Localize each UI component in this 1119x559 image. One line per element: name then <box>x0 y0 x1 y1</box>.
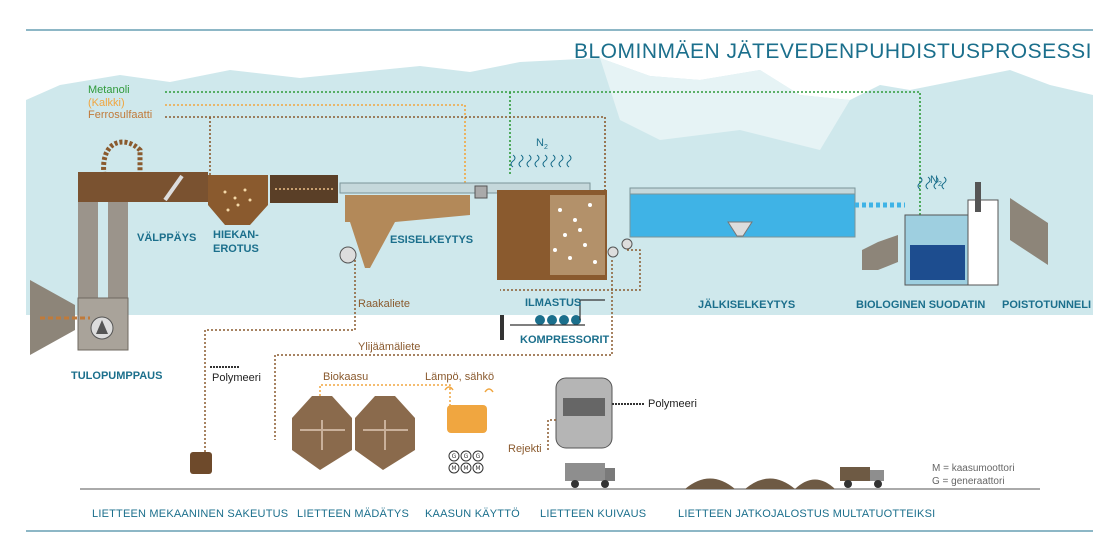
clarifier-walkway <box>339 182 591 194</box>
bottom-label-jatkojalostus: LIETTEEN JATKOJALOSTUS MULTATUOTTEIKSI <box>678 508 936 520</box>
metanoli-label: Metanoli <box>88 84 130 96</box>
compost-pile <box>745 478 795 489</box>
heat-icon <box>444 386 494 393</box>
primary-clarifier <box>345 195 470 268</box>
return-sludge-line <box>500 249 641 291</box>
page-title: BLOMINMÄEN JÄTEVEDENPUHDISTUSPROSESSI <box>574 40 1092 63</box>
label-hiekanerotus-2: EROTUS <box>213 243 259 255</box>
compost-truck-cab <box>870 470 884 481</box>
grit-chamber <box>208 175 268 225</box>
gas-engine <box>447 405 487 433</box>
label-valppays: VÄLPPÄYS <box>137 232 197 244</box>
filter-media <box>910 245 965 280</box>
truck-wheel <box>571 480 579 488</box>
compressor-air-line <box>510 299 605 326</box>
excess-pump-icon <box>607 246 619 258</box>
nitrogen-label: N2 <box>536 137 548 152</box>
bottom-label-madatys: LIETTEEN MÄDÄTYS <box>297 508 409 520</box>
pump-arrow-icon <box>96 320 108 334</box>
label-ilmastus: ILMASTUS <box>525 297 582 309</box>
grit-particles <box>223 188 252 212</box>
label-polymeeri-left: Polymeeri <box>212 372 261 384</box>
label-lampo-sahko: Lämpö, sähkö <box>425 371 495 383</box>
ferrosulfaatti-line <box>165 116 606 205</box>
compost-pile <box>795 479 835 489</box>
filter-outlet-column <box>967 199 999 286</box>
aeration-zone <box>550 195 605 275</box>
compost-truck-load <box>840 467 870 481</box>
kalkki-label: (Kalkki) <box>88 97 125 109</box>
legend-g: G = generaattori <box>932 476 1005 487</box>
rock-highlight <box>600 58 850 150</box>
label-biokaasu: Biokaasu <box>323 371 369 383</box>
pump-column-right <box>108 180 128 300</box>
label-ylijaamaliete: Ylijäämäliete <box>358 341 421 353</box>
mixer-box <box>474 185 488 199</box>
filter-nitrogen-label: N2 <box>930 174 942 189</box>
svg-text:G: G <box>464 453 469 460</box>
pump-column-left <box>78 180 98 300</box>
secondary-walkway <box>629 187 856 195</box>
compressor-icons <box>535 315 581 325</box>
ferrosulfaatti-label: Ferrosulfaatti <box>88 109 153 121</box>
nitrogen-release-icon <box>510 154 572 168</box>
sludge-hopper-icon <box>727 221 753 237</box>
raw-sludge-line <box>204 260 356 455</box>
compost-pile <box>685 478 735 489</box>
filter-nitrogen-icon <box>917 176 947 190</box>
compressor-duct <box>500 315 504 340</box>
label-jalkiselkeytys: JÄLKISELKEYTYS <box>698 299 796 311</box>
thickener <box>190 452 212 474</box>
reject-line <box>547 419 556 450</box>
filter-stack <box>975 182 981 212</box>
raw-sludge-pump-icon <box>339 246 357 264</box>
truck-wheel <box>844 480 852 488</box>
label-raakaliete: Raakaliete <box>358 298 410 310</box>
label-biologinen-suodatin: BIOLOGINEN SUODATIN <box>856 299 986 311</box>
biogas-line <box>319 384 451 418</box>
label-hiekanerotus-1: HIEKAN- <box>213 229 259 241</box>
label-rejekti: Rejekti <box>508 443 542 455</box>
legend-m: M = kaasumoottori <box>932 463 1015 474</box>
digester-2-mixer <box>363 420 408 450</box>
return-pump-icon <box>621 238 633 250</box>
svg-text:G: G <box>476 453 481 460</box>
svg-text:G: G <box>452 453 457 460</box>
generator-icons <box>448 450 484 474</box>
truck-wheel <box>874 480 882 488</box>
label-esiselkeytys: ESISELKEYTYS <box>390 234 474 246</box>
bottom-label-kaasun-kaytto: KAASUN KÄYTTÖ <box>425 508 520 520</box>
kalkki-line <box>165 104 466 185</box>
lift-pipe <box>101 139 143 185</box>
truck-body <box>565 463 605 481</box>
outlet-tunnel <box>1010 198 1048 265</box>
label-tulopumppaus: TULOPUMPPAUS <box>71 370 163 382</box>
bottom-label-mekaaninen: LIETTEEN MEKAANINEN SAKEUTUS <box>92 508 289 520</box>
screening-channel <box>78 172 208 202</box>
bottom-label-kuivaus: LIETTEEN KUIVAUS <box>540 508 647 520</box>
screen-grid-icon <box>163 174 184 202</box>
label-kompressorit: KOMPRESSORIT <box>520 334 610 346</box>
truck-cab <box>605 468 615 481</box>
svg-text:M: M <box>475 465 480 472</box>
svg-text:M: M <box>463 465 468 472</box>
tunnel-segment-1 <box>862 235 898 270</box>
dryer-drum <box>563 398 605 416</box>
truck-wheel <box>601 480 609 488</box>
svg-text:M: M <box>451 465 456 472</box>
aeration-bubbles <box>553 203 597 264</box>
label-polymeeri-right: Polymeeri <box>648 398 697 410</box>
digester-1-mixer <box>300 420 345 450</box>
label-poistotunneli: POISTOTUNNELI <box>1002 299 1092 311</box>
